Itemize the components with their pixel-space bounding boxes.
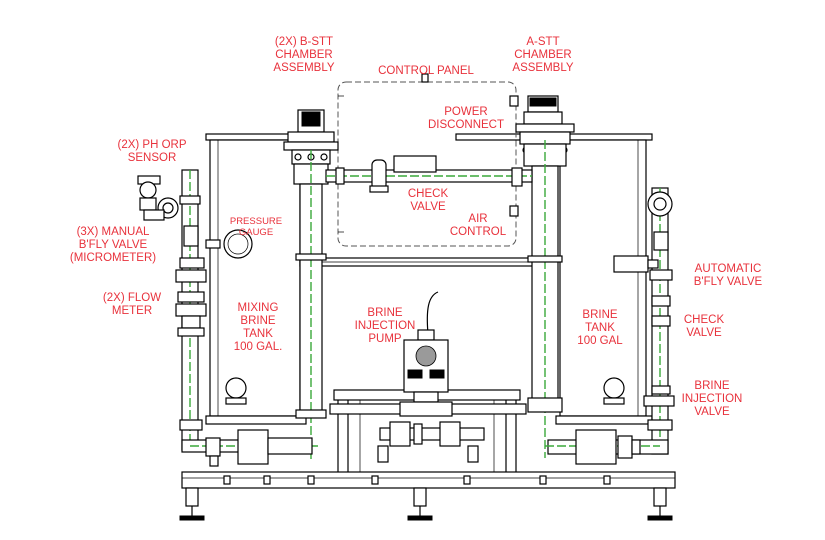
label-brine-tank-line2: TANK (585, 322, 615, 334)
label-brine-tank-line1: BRINE (582, 309, 617, 321)
label-a-stt-line1: A-STT (526, 36, 559, 48)
label-flow-meter: (2X) FLOW METER (103, 292, 161, 317)
label-b-stt-line2: CHAMBER (275, 49, 333, 61)
label-injection-pump-line1: BRINE (367, 307, 402, 319)
control-panel-outline (337, 73, 519, 247)
label-injection-pump-line3: PUMP (368, 333, 402, 345)
label-flow-meter-line1: (2X) FLOW (103, 292, 161, 304)
label-mixing-tank-line2: BRINE (240, 315, 275, 327)
right-piping (225, 187, 675, 465)
label-a-stt: A-STT CHAMBER ASSEMBLY (512, 36, 573, 74)
label-a-stt-line2: CHAMBER (514, 49, 572, 61)
brine-tank (455, 133, 653, 425)
label-b-stt-line1: (2X) B-STT (275, 36, 333, 48)
label-power-disconnect: POWER DISCONNECT (428, 106, 504, 131)
label-mixing-tank-line3: TANK (243, 328, 273, 340)
label-b-stt: (2X) B-STT CHAMBER ASSEMBLY (273, 36, 334, 74)
label-auto-bfly: AUTOMATIC B'FLY VALVE (694, 263, 763, 288)
label-air-control: AIR CONTROL (450, 213, 507, 238)
label-brine-tank: BRINE TANK 100 GAL (577, 309, 623, 347)
label-power-disconnect-line1: POWER (444, 106, 487, 118)
label-check-valve-right-line2: VALVE (686, 327, 722, 339)
label-b-stt-line3: ASSEMBLY (273, 62, 334, 74)
label-pressure-gauge-line1: PRESSURE (230, 216, 282, 227)
label-brine-tank-line3: 100 GAL (577, 335, 623, 347)
label-ph-orp-line2: SENSOR (128, 152, 177, 164)
label-flow-meter-line2: METER (112, 305, 152, 317)
label-injection-valve-line3: VALVE (694, 406, 730, 418)
mixing-brine-tank (205, 133, 307, 425)
top-cross-pipe (325, 155, 533, 193)
label-ph-orp-line1: (2X) PH ORP (117, 139, 186, 151)
label-pressure-gauge: PRESSURE GAUGE (230, 216, 282, 238)
label-injection-valve-line2: INJECTION (682, 393, 743, 405)
label-manual-bfly-line1: (3X) MANUAL (77, 226, 150, 238)
label-injection-valve: BRINE INJECTION VALVE (682, 380, 743, 418)
left-piping (137, 169, 318, 467)
label-air-control-line1: AIR (468, 213, 487, 225)
label-manual-bfly-line3: (MICROMETER) (70, 252, 156, 264)
label-mixing-tank-line1: MIXING (238, 302, 279, 314)
label-air-control-line2: CONTROL (450, 226, 507, 238)
label-check-valve-right-line1: CHECK (684, 314, 725, 326)
a-stt-chamber (515, 95, 575, 458)
label-power-disconnect-line2: DISCONNECT (428, 119, 504, 131)
label-auto-bfly-line1: AUTOMATIC (695, 263, 762, 275)
label-check-valve-top-line1: CHECK (408, 188, 449, 200)
label-auto-bfly-line2: B'FLY VALVE (694, 276, 763, 288)
label-injection-pump-line2: INJECTION (355, 320, 416, 332)
label-manual-bfly: (3X) MANUAL B'FLY VALVE (MICROMETER) (70, 226, 156, 264)
skid-frame (179, 471, 676, 521)
label-mixing-tank-line4: 100 GAL. (234, 341, 283, 353)
b-stt-chamber (283, 109, 339, 460)
label-control-panel-line1: CONTROL PANEL (378, 65, 474, 77)
label-manual-bfly-line2: B'FLY VALVE (79, 239, 148, 251)
label-injection-valve-line1: BRINE (694, 380, 729, 392)
label-injection-pump: BRINE INJECTION PUMP (355, 307, 416, 345)
label-check-valve-top: CHECK VALVE (408, 188, 449, 213)
label-control-panel: CONTROL PANEL (378, 65, 474, 77)
label-a-stt-line3: ASSEMBLY (512, 62, 573, 74)
label-check-valve-right: CHECK VALVE (684, 314, 725, 339)
brine-injection-pump (377, 291, 485, 463)
label-ph-orp: (2X) PH ORP SENSOR (117, 139, 186, 164)
label-pressure-gauge-line2: GAUGE (239, 227, 273, 238)
label-check-valve-top-line2: VALVE (410, 201, 446, 213)
label-mixing-tank: MIXING BRINE TANK 100 GAL. (234, 302, 283, 353)
